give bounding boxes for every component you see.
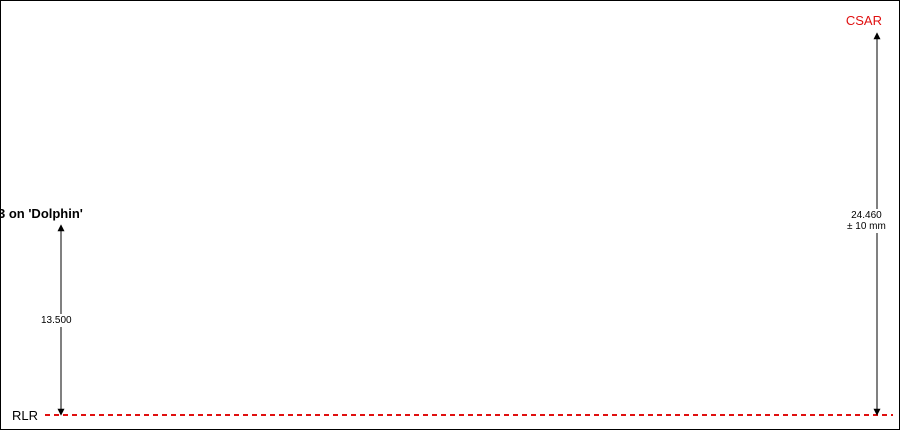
right-dimension-value: 24.460	[851, 210, 882, 221]
right-dimension-label: 24.460 ± 10 mm	[847, 209, 886, 233]
right-dimension-tolerance: ± 10 mm	[847, 221, 886, 232]
left-dimension-value: 13.500	[41, 314, 72, 327]
rlr-label: RLR	[12, 408, 39, 423]
csar-label: CSAR	[845, 13, 882, 28]
object-label: 3 on 'Dolphin'	[0, 206, 83, 221]
